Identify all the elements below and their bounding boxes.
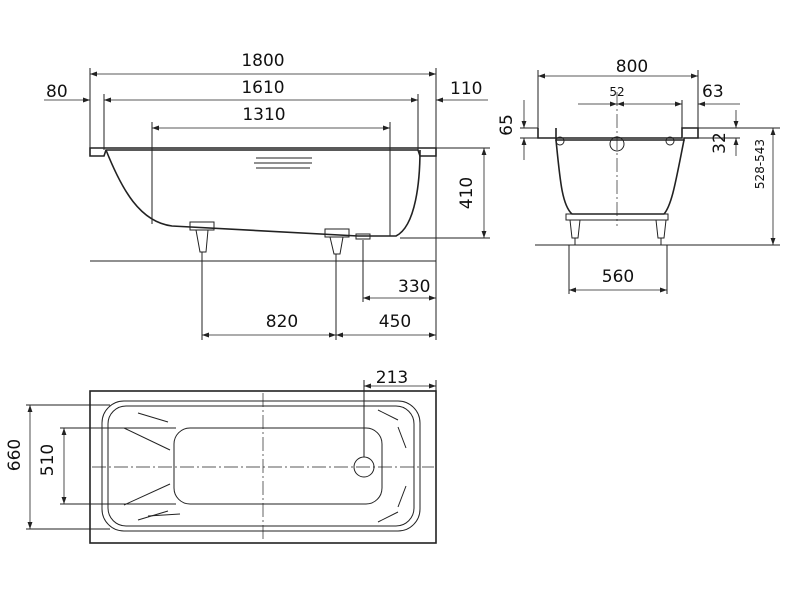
dim-plan-overall-width: 660 bbox=[5, 439, 25, 471]
drain-fitting bbox=[355, 233, 371, 240]
dim-feet-spacing: 820 bbox=[266, 312, 298, 332]
end-rim bbox=[537, 127, 699, 141]
dim-bottom-length: 1310 bbox=[242, 105, 285, 125]
dim-rim-width: 63 bbox=[702, 82, 724, 102]
side-view: 1800 1610 80 110 1310 410 330 820 450 bbox=[44, 51, 490, 340]
plan-outer-outline bbox=[89, 390, 437, 544]
tub-body-outline bbox=[105, 149, 421, 237]
plan-view: 213 660 510 bbox=[5, 368, 437, 544]
foot-right bbox=[324, 228, 350, 261]
dim-drain-from-end: 213 bbox=[376, 368, 408, 388]
dim-plan-inner-width: 510 bbox=[38, 444, 58, 476]
end-tub-body bbox=[555, 139, 685, 215]
handle-right bbox=[665, 136, 675, 146]
handle-left bbox=[555, 136, 565, 146]
dim-left-rim: 80 bbox=[46, 82, 68, 102]
dim-overall-width: 800 bbox=[616, 57, 648, 77]
dim-drain-offset: 330 bbox=[398, 277, 430, 297]
end-view: 800 52 63 65 32 528-543 560 bbox=[497, 57, 780, 294]
overflow-slots bbox=[254, 157, 312, 169]
end-extension-lines bbox=[520, 70, 780, 294]
dim-overflow-offset: 52 bbox=[609, 85, 624, 99]
foot-left bbox=[189, 221, 215, 261]
plan-ribs bbox=[123, 409, 407, 523]
dim-feet-width: 560 bbox=[602, 267, 634, 287]
dim-rim-height: 65 bbox=[497, 114, 517, 136]
dim-inner-length: 1610 bbox=[241, 78, 284, 98]
dim-overall-length: 1800 bbox=[241, 51, 284, 71]
dim-depth: 410 bbox=[457, 177, 477, 209]
plan-basin-edge bbox=[107, 405, 415, 527]
dim-foot-to-end: 450 bbox=[379, 312, 411, 332]
end-feet bbox=[565, 213, 669, 245]
tub-rim bbox=[89, 147, 437, 157]
plan-extension-lines bbox=[26, 380, 437, 530]
dim-total-height: 528-543 bbox=[753, 139, 767, 189]
plan-bottom bbox=[173, 427, 383, 505]
dim-right-rim: 110 bbox=[450, 79, 482, 99]
extension-lines bbox=[89, 68, 490, 340]
dim-rim-thickness: 32 bbox=[710, 132, 730, 154]
plan-rim-inner bbox=[101, 400, 421, 532]
